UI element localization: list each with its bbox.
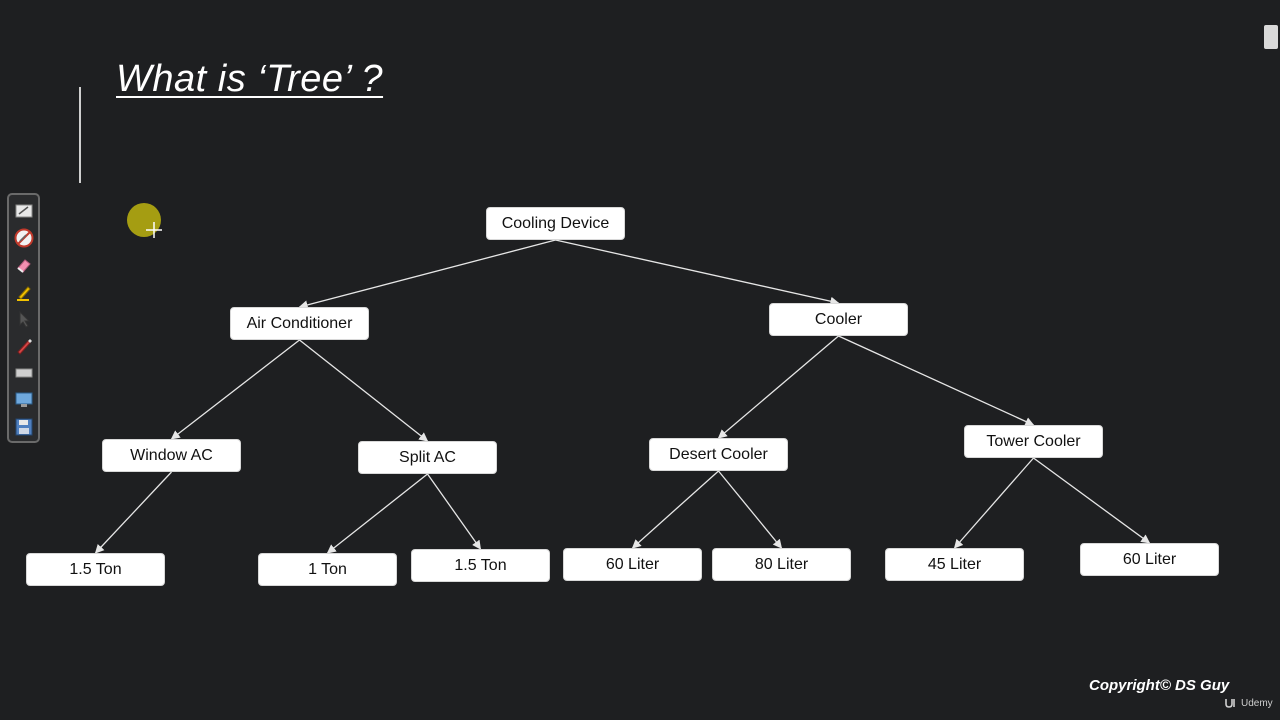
tree-node-window-1-5-ton: 1.5 Ton [26, 553, 165, 586]
tree-edge-split-ac-to-split-1-ton [326, 473, 428, 554]
tree-node-tower-45-liter: 45 Liter [885, 548, 1024, 581]
vertical-divider [79, 87, 81, 183]
tree-edge-desert-cooler-to-desert-80-liter [717, 470, 783, 549]
laser-pointer-dot [127, 203, 161, 237]
tree-edge-air-conditioner-to-split-ac [299, 339, 429, 442]
window-widget-icon[interactable] [1264, 25, 1278, 49]
tree-edge-desert-cooler-to-desert-60-liter [631, 470, 719, 549]
brand-name: Udemy [1241, 697, 1273, 709]
tree-node-tower-60-liter: 60 Liter [1080, 543, 1219, 576]
tree-node-split-ac: Split AC [358, 441, 497, 474]
tree-node-split-1-5-ton: 1.5 Ton [411, 549, 550, 582]
tree-edge-cooling-device-to-cooler [555, 239, 840, 306]
annotation-toolbar [7, 193, 40, 443]
tree-edge-cooling-device-to-air-conditioner [298, 239, 556, 310]
tree-node-cooling-device: Cooling Device [486, 207, 625, 240]
tree-node-tower-cooler: Tower Cooler [964, 425, 1103, 458]
tree-edge-cooler-to-desert-cooler [717, 335, 839, 439]
cursor-arrow-icon[interactable] [14, 309, 34, 329]
disable-pen-icon[interactable] [14, 228, 34, 248]
tree-node-split-1-ton: 1 Ton [258, 553, 397, 586]
tree-node-desert-80-liter: 80 Liter [712, 548, 851, 581]
tree-edge-split-ac-to-split-1-5-ton [426, 473, 482, 550]
tree-node-desert-cooler: Desert Cooler [649, 438, 788, 471]
udemy-logo-icon [1225, 699, 1235, 708]
tree-node-window-ac: Window AC [102, 439, 241, 472]
eraser-icon[interactable] [14, 255, 34, 275]
tree-node-cooler: Cooler [769, 303, 908, 336]
screen-capture-icon[interactable] [14, 390, 34, 410]
slide-title: What is ‘Tree’ ? [116, 58, 384, 100]
tree-edge-cooler-to-tower-cooler [838, 335, 1035, 426]
line-width-icon[interactable] [14, 363, 34, 383]
whiteboard-icon[interactable] [14, 201, 34, 221]
tree-node-air-conditioner: Air Conditioner [230, 307, 369, 340]
pen-icon[interactable] [14, 336, 34, 356]
tree-edge-window-ac-to-window-1-5-ton [94, 471, 172, 554]
brand-watermark: Udemy [1224, 697, 1273, 709]
crosshair-cursor-icon [146, 222, 162, 238]
tree-edge-tower-cooler-to-tower-45-liter [953, 457, 1034, 549]
save-icon[interactable] [14, 417, 34, 437]
copyright-text: Copyright© DS Guy [1089, 677, 1230, 694]
tree-edge-air-conditioner-to-window-ac [170, 339, 300, 440]
tree-edge-tower-cooler-to-tower-60-liter [1033, 457, 1151, 544]
highlighter-icon[interactable] [14, 282, 34, 302]
tree-node-desert-60-liter: 60 Liter [563, 548, 702, 581]
